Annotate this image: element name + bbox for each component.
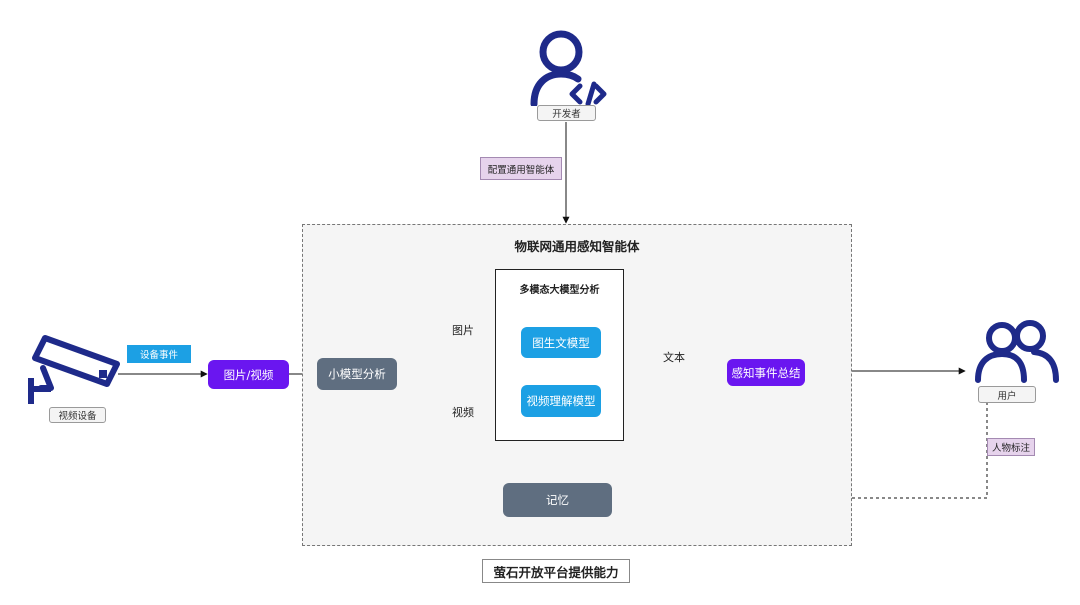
users-icon [975, 320, 1059, 383]
small-model-node[interactable]: 小模型分析 [317, 358, 397, 390]
edge-label-image: 图片 [452, 324, 474, 337]
edge-label-video: 视频 [452, 406, 474, 419]
edge-memory-user-dashed [612, 403, 988, 499]
developer-code-icon [530, 30, 607, 106]
edge-label-text: 文本 [663, 351, 685, 364]
video-understanding-node[interactable]: 视频理解模型 [521, 385, 601, 417]
memory-node[interactable]: 记忆 [503, 483, 612, 517]
user-label: 用户 [978, 386, 1036, 403]
device-event-tag: 设备事件 [127, 345, 191, 363]
multimodal-title: 多模态大模型分析 [519, 285, 600, 296]
developer-label: 开发者 [537, 105, 596, 121]
platform-footer: 萤石开放平台提供能力 [482, 559, 630, 583]
event-summary-node[interactable]: 感知事件总结 [727, 359, 805, 386]
person-label-tag: 人物标注 [987, 438, 1035, 456]
camera-label: 视频设备 [49, 407, 106, 423]
cctv-camera-icon [28, 335, 120, 404]
config-agent-tag: 配置通用智能体 [480, 157, 562, 180]
image-to-text-node[interactable]: 图生文模型 [521, 327, 601, 358]
agent-title: 物联网通用感知智能体 [514, 239, 640, 254]
image-video-node[interactable]: 图片/视频 [208, 360, 289, 389]
